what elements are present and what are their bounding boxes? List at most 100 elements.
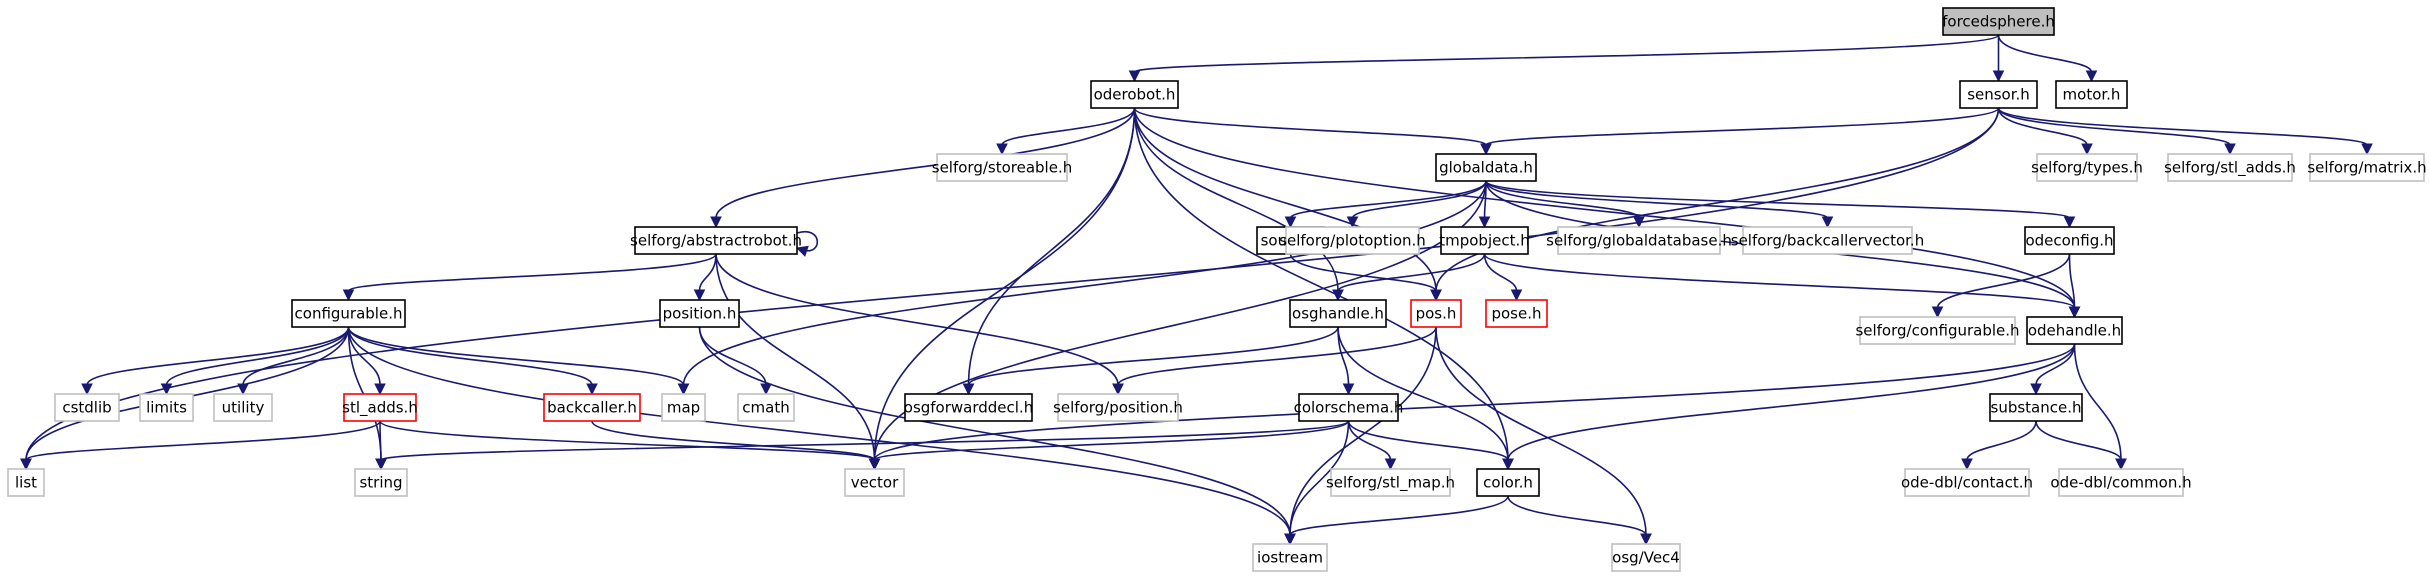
node-odehandle[interactable]: odehandle.h — [2026, 316, 2123, 345]
edge-sensor-to-matrix — [1997, 107, 2373, 156]
node-abstractrobot[interactable]: selforg/abstractrobot.h — [630, 226, 802, 255]
node-globaldata[interactable]: globaldata.h — [1435, 153, 1537, 182]
node-colorschema[interactable]: colorschema.h — [1294, 393, 1404, 422]
edge-odehandle-to-substance — [2030, 343, 2076, 396]
node-box-osgforwarddecl — [904, 393, 1033, 422]
edge-colorschema-to-color — [1347, 420, 1514, 471]
node-oderobot[interactable]: oderobot.h — [1090, 80, 1179, 109]
node-box-map — [661, 393, 706, 422]
node-box-vector — [844, 468, 905, 497]
node-label: selforg/plotoption.h — [1279, 232, 1426, 250]
node-pose[interactable]: pose.h — [1485, 299, 1548, 328]
edge-abstractrobot-to-vector — [715, 253, 881, 471]
node-box-substance — [1989, 393, 2083, 422]
node-box-configurable — [291, 299, 406, 328]
node-sensor[interactable]: sensor.h — [1959, 80, 2038, 109]
node-box-cmath — [737, 393, 795, 422]
node-types: selforg/types.h — [2031, 153, 2143, 182]
node-matrix: selforg/matrix.h — [2307, 153, 2427, 182]
edge-odehandle-to-vector — [868, 343, 2076, 471]
node-utility: utility — [213, 393, 273, 422]
node-iostream: iostream — [1252, 543, 1328, 572]
edge-forcedsphere-to-sensor — [1992, 34, 2005, 83]
node-box-types — [2036, 153, 2138, 182]
node-motor[interactable]: motor.h — [2055, 80, 2128, 109]
node-position[interactable]: position.h — [659, 299, 740, 328]
node-label: selforg/globaldatabase.h — [1546, 232, 1732, 250]
node-label: backcaller.h — [547, 399, 637, 417]
node-label: vector — [851, 474, 899, 492]
node-stladds[interactable]: stl_adds.h — [342, 393, 418, 422]
node-box-string — [354, 468, 408, 497]
edge-odeconfig-to-odehandle — [2068, 253, 2081, 319]
node-backcaller[interactable]: backcaller.h — [543, 393, 641, 422]
node-color[interactable]: color.h — [1476, 468, 1540, 497]
node-tmpobject[interactable]: tmpobject.h — [1439, 226, 1530, 255]
edge-oderobot-to-storeable — [996, 107, 1136, 156]
node-box-pose — [1485, 299, 1548, 328]
node-label: selforg/stl_map.h — [1326, 474, 1455, 493]
edge-oderobot-to-odehandle — [1133, 107, 2081, 319]
edge-configurable-to-stladds — [347, 326, 386, 396]
node-box-abstractrobot — [634, 226, 798, 255]
edge-tmpobject-to-osghandle — [1332, 253, 1486, 302]
node-label: pose.h — [1491, 305, 1541, 323]
node-cmath: cmath — [737, 393, 795, 422]
node-forcedsphere[interactable]: forcedsphere.h — [1942, 7, 2055, 36]
node-box-colorschema — [1298, 393, 1399, 422]
node-label: color.h — [1483, 474, 1533, 492]
node-box-oderobot — [1090, 80, 1179, 109]
edge-oderobot-to-osghandle — [1133, 107, 1344, 302]
node-odecommon: ode-dbl/common.h — [2050, 468, 2192, 497]
edge-odehandle-to-color — [1502, 343, 2076, 471]
node-layer: forcedsphere.h oderobot.h sensor.h motor.h s… — [7, 7, 2427, 572]
node-label: selforg/backcallervector.h — [1731, 232, 1924, 250]
node-plotoption: selforg/plotoption.h — [1279, 226, 1426, 255]
node-stlmap: selforg/stl_map.h — [1326, 468, 1455, 497]
node-limits: limits — [139, 393, 194, 422]
node-osgforwarddecl[interactable]: osgforwarddecl.h — [904, 393, 1033, 422]
node-substance[interactable]: substance.h — [1989, 393, 2083, 422]
node-odecontact: ode-dbl/contact.h — [1901, 468, 2033, 497]
edge-osghandle-to-colorschema — [1337, 326, 1355, 396]
node-label: colorschema.h — [1294, 399, 1404, 417]
node-odeconfig[interactable]: odeconfig.h — [2024, 226, 2115, 255]
edge-layer — [20, 34, 2373, 546]
edge-globaldata-to-sound — [1284, 180, 1487, 229]
node-box-globaldata — [1435, 153, 1537, 182]
node-list: list — [7, 468, 45, 497]
node-configurable[interactable]: configurable.h — [291, 299, 406, 328]
node-label: string — [359, 474, 402, 492]
node-label: configurable.h — [295, 305, 403, 323]
node-pos[interactable]: pos.h — [1410, 299, 1462, 328]
edge-sensor-to-stladdsSelforg — [1997, 107, 2236, 156]
edge-forcedsphere-to-oderobot — [1128, 34, 2000, 83]
node-label: position.h — [663, 305, 737, 323]
node-label: selforg/matrix.h — [2307, 159, 2426, 177]
edge-tmpobject-to-pose — [1483, 253, 1523, 302]
node-label: globaldata.h — [1439, 159, 1533, 177]
edge-position-to-cmath — [698, 326, 772, 396]
node-box-odehandle — [2026, 316, 2123, 345]
node-globaldatabase: selforg/globaldatabase.h — [1546, 226, 1732, 255]
node-box-storeable — [936, 153, 1068, 182]
node-label: selforg/types.h — [2031, 159, 2143, 177]
node-box-list — [7, 468, 45, 497]
node-label: osghandle.h — [1292, 305, 1384, 323]
node-label: utility — [222, 399, 265, 417]
node-label: ode-dbl/contact.h — [1901, 474, 2033, 492]
node-label: stl_adds.h — [342, 399, 418, 418]
node-label: selforg/abstractrobot.h — [630, 232, 802, 250]
edge-globaldata-to-map — [677, 180, 1487, 396]
node-label: odehandle.h — [2028, 322, 2121, 340]
edge-oderobot-to-abstractrobot — [710, 107, 1136, 229]
node-osghandle[interactable]: osghandle.h — [1289, 299, 1387, 328]
edge-color-to-vec4 — [1507, 495, 1652, 546]
node-box-cstdlib — [54, 393, 120, 422]
edge-substance-to-odecommon — [2035, 420, 2127, 471]
node-box-backcallervector — [1742, 226, 1913, 255]
node-label: limits — [146, 399, 187, 417]
node-label: substance.h — [1991, 399, 2082, 417]
node-box-iostream — [1252, 543, 1328, 572]
edge-substance-to-odecontact — [1961, 420, 2037, 471]
